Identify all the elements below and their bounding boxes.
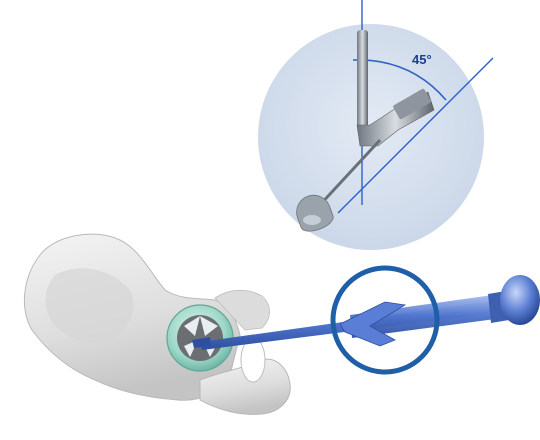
angle-inset: 45° [258, 0, 493, 250]
instrument-knob [500, 275, 540, 325]
inserter-tube [357, 30, 368, 130]
inset-cup-face [303, 215, 321, 225]
angle-label: 45° [412, 52, 432, 67]
acetabular-cup [167, 305, 233, 371]
pelvis [24, 234, 290, 414]
cup-liner [177, 315, 223, 361]
